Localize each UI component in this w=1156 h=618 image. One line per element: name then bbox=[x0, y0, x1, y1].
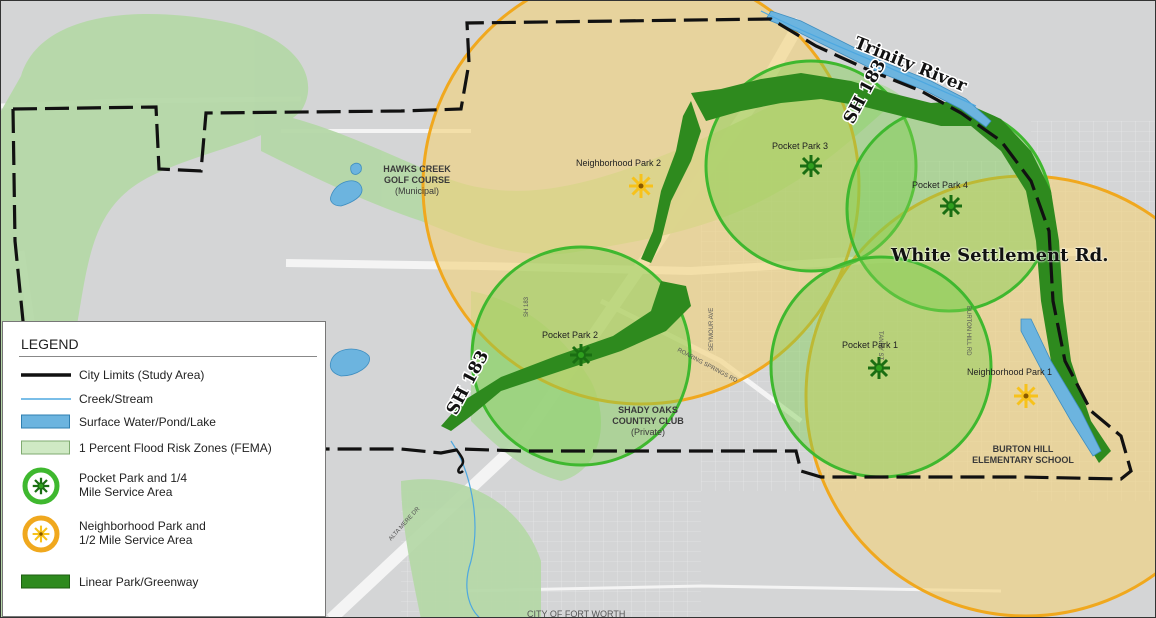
golf-course-line3: (Municipal) bbox=[394, 186, 439, 196]
linear-park-greenway bbox=[441, 73, 1111, 463]
street-label-burton-hill: BURTON HILL RD bbox=[965, 306, 971, 356]
country-club-line3: (Private) bbox=[630, 427, 665, 437]
pocket-park-1-icon bbox=[866, 355, 892, 381]
neighborhood-park-2-icon bbox=[627, 172, 655, 200]
legend-label-pocket-park-line1: Pocket Park and 1/4 bbox=[79, 471, 188, 485]
pond-golf-2 bbox=[350, 162, 362, 175]
map-legend: LEGEND City Limits (Study Area) Creek/St… bbox=[2, 321, 326, 617]
legend-title: LEGEND bbox=[21, 336, 79, 352]
country-club-label: SHADY OAKS COUNTRY CLUB (Private) bbox=[603, 405, 693, 438]
street-label-sh183: SH 183 bbox=[524, 296, 530, 317]
pocket-park-4-label: Pocket Park 4 bbox=[912, 180, 969, 190]
legend-label-neighborhood-park-line2: 1/2 Mile Service Area bbox=[79, 533, 193, 547]
neighborhood-park-2-label: Neighborhood Park 2 bbox=[576, 158, 662, 168]
legend-label-linear-park: Linear Park/Greenway bbox=[79, 575, 199, 589]
pond-west bbox=[329, 348, 370, 377]
city-limits-line-main bbox=[12, 17, 1133, 481]
legend-label-surface-water: Surface Water/Pond/Lake bbox=[79, 415, 216, 429]
creek-river-edge bbox=[760, 10, 977, 107]
neighborhood-park-1-label: Neighborhood Park 1 bbox=[967, 367, 1053, 377]
flood-zone-west bbox=[1, 14, 309, 617]
pocket-park-2-icon bbox=[568, 342, 594, 368]
golf-course-line2: GOLF COURSE bbox=[383, 175, 450, 185]
legend-label-neighborhood-park: Neighborhood Park and 1/2 Mile Service A… bbox=[79, 519, 206, 547]
greenway-trinity-river bbox=[691, 73, 1111, 463]
flood-zone-swatch-icon bbox=[21, 440, 70, 455]
legend-label-city-limits: City Limits (Study Area) bbox=[79, 368, 205, 382]
legend-label-creek: Creek/Stream bbox=[79, 392, 154, 406]
legend-label-pocket-park-line2: Mile Service Area bbox=[79, 485, 173, 499]
creeks bbox=[450, 10, 977, 617]
greenway-creek-north bbox=[641, 101, 701, 263]
school-line1: BURTON HILL bbox=[992, 444, 1054, 454]
linear-park-swatch-icon bbox=[21, 574, 70, 589]
school-label: BURTON HILL ELEMENTARY SCHOOL bbox=[958, 444, 1088, 466]
lake-east bbox=[1020, 318, 1102, 457]
pocket-park-ring-icon bbox=[22, 467, 60, 505]
neighborhood-park-ring-icon bbox=[22, 515, 60, 553]
country-club-line2: COUNTRY CLUB bbox=[612, 416, 684, 426]
flood-zone-south bbox=[401, 479, 541, 617]
greenway-creek-south bbox=[441, 281, 691, 431]
legend-divider bbox=[19, 356, 317, 357]
legend-label-neighborhood-park-line1: Neighborhood Park and bbox=[79, 519, 206, 533]
street-label-tanny: TANNY ST bbox=[877, 331, 883, 360]
pocket-park-2-label: Pocket Park 2 bbox=[542, 330, 599, 340]
city-label-bottom: CITY OF FORT WORTH bbox=[527, 609, 626, 618]
street-label-seymour: SEYMOUR AVE bbox=[709, 308, 715, 351]
school-line2: ELEMENTARY SCHOOL bbox=[972, 455, 1074, 465]
trinity-river-channel bbox=[765, 10, 992, 128]
pocket-park-3-icon bbox=[798, 153, 824, 179]
pocket-park-3-label: Pocket Park 3 bbox=[772, 141, 829, 151]
legend-label-pocket-park: Pocket Park and 1/4 Mile Service Area bbox=[79, 471, 187, 499]
city-limits-line-icon bbox=[21, 373, 71, 377]
surface-water-swatch-icon bbox=[21, 414, 70, 429]
creek-south bbox=[450, 440, 480, 617]
pocket-park-4-icon bbox=[938, 193, 964, 219]
neighborhood-park-1-icon bbox=[1012, 382, 1040, 410]
golf-course-label: HAWKS CREEK GOLF COURSE (Municipal) bbox=[379, 164, 455, 197]
road-label-white-settlement: White Settlement Rd. bbox=[891, 245, 1109, 266]
legend-label-flood-zone: 1 Percent Flood Risk Zones (FEMA) bbox=[79, 441, 272, 455]
pocket-park-1-label: Pocket Park 1 bbox=[842, 340, 899, 350]
golf-course-line1: HAWKS CREEK bbox=[383, 164, 451, 174]
country-club-line1: SHADY OAKS bbox=[618, 405, 678, 415]
creek-line-icon bbox=[21, 398, 71, 400]
surface-water bbox=[329, 10, 1102, 457]
city-limits-notch bbox=[454, 448, 465, 474]
pond-golf-1 bbox=[330, 180, 363, 207]
